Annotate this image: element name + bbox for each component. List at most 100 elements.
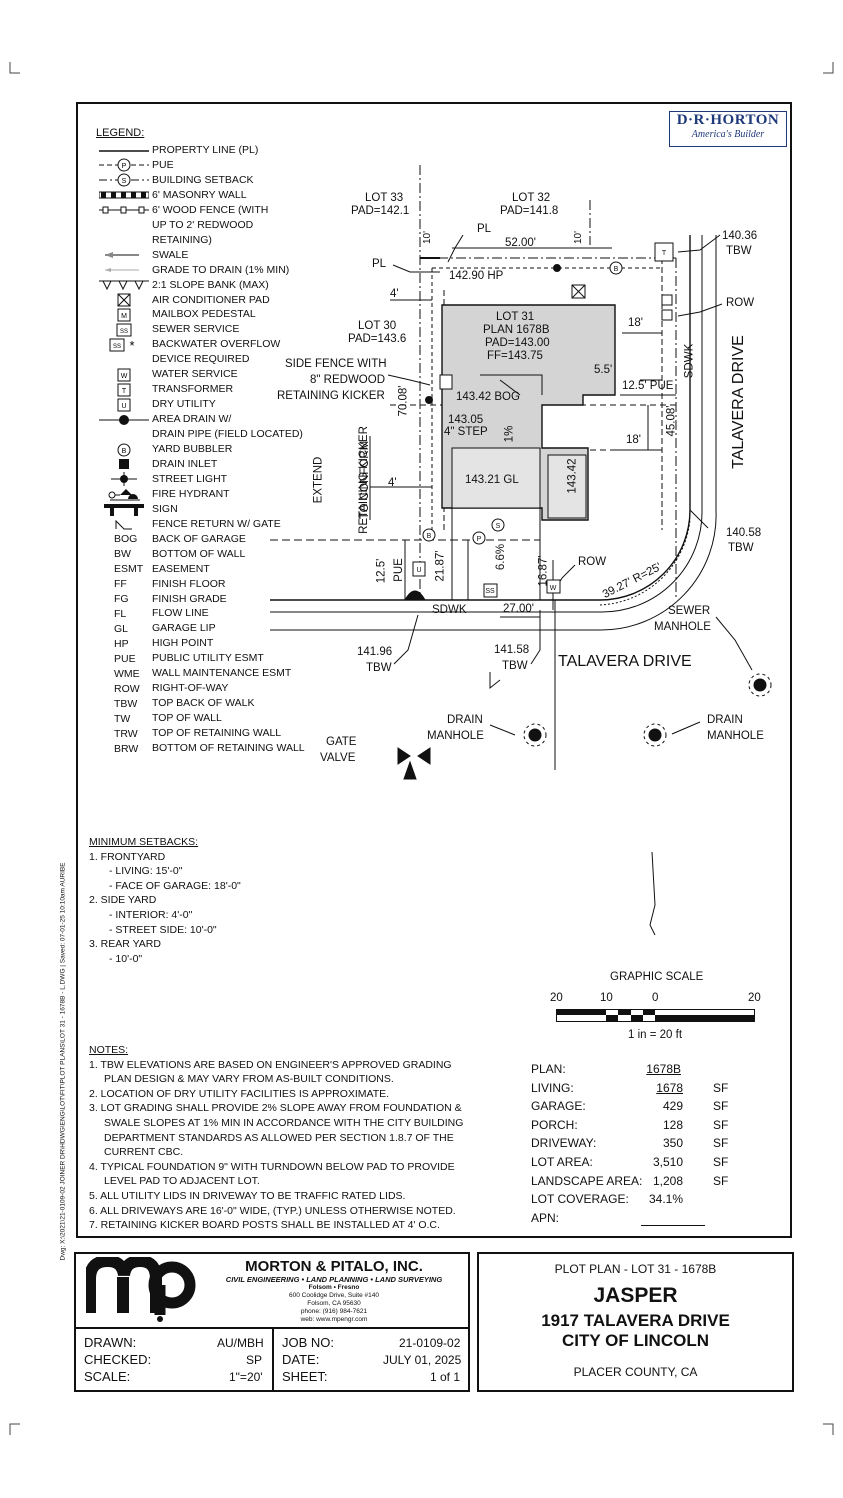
pl-label: PL [477, 223, 492, 235]
dim-10-left: 10' [422, 230, 434, 245]
lot30-label: LOT 30 [358, 320, 397, 332]
legend-item: 6' MASONRY WALL [96, 188, 247, 203]
graphic-scale-bar [556, 1009, 755, 1022]
project-address: 1917 TALAVERA DRIVE [541, 1311, 730, 1330]
svg-text:SS: SS [485, 588, 495, 595]
legend-symbol-icon: FG [114, 593, 129, 605]
checked-label: CHECKED: [84, 1352, 152, 1367]
stat-value: 128 [662, 1117, 683, 1132]
legend-item: STREET LIGHT [96, 472, 227, 487]
tbw-14196: 141.96 [357, 646, 393, 658]
plot-plan-title: PLOT PLAN - LOT 31 - 1678B [554, 1262, 717, 1276]
legend-text: BACKWATER OVERFLOW [152, 338, 281, 351]
setback-line: - STREET SIDE: 10'-0" [109, 923, 217, 936]
sidewalk-label: SDWK [432, 604, 467, 616]
legend-text: TRANSFORMER [152, 383, 234, 396]
drawn-label: DRAWN: [84, 1335, 137, 1350]
dim-16-87: 16.87' [537, 555, 550, 587]
legend-item: PROPERTY LINE (PL) [96, 143, 258, 158]
legend-item: DRAIN INLET [96, 457, 217, 472]
svg-text:W: W [550, 585, 557, 592]
legend-symbol-icon: FL [114, 607, 127, 620]
legend-text: FLOW LINE [152, 607, 209, 620]
stat-label: PORCH: [531, 1117, 578, 1132]
porch-elev: 143.42 [566, 458, 579, 494]
legend-item: SWALE [96, 248, 188, 263]
legend-text: BOTTOM OF RETAINING WALL [152, 742, 305, 754]
dim-45-08: 45.08' [665, 405, 678, 437]
dim-4-top: 4' [390, 288, 399, 300]
setbacks-title: MINIMUM SETBACKS: [89, 836, 199, 848]
tbw-14036: 140.36 [722, 230, 758, 242]
svg-text:SS: SS [120, 329, 128, 335]
legend-text: AREA DRAIN W/ [152, 413, 232, 426]
tbw-14158: 141.58 [494, 644, 530, 656]
step-label: 4" STEP [444, 426, 488, 438]
lot33-label: LOT 33 [365, 192, 404, 204]
lot31-plan: PLAN 1678B [483, 324, 550, 336]
dim-10-right: 10' [573, 230, 585, 245]
svg-text:P: P [477, 536, 482, 543]
drawn-value: AU/MBH [217, 1336, 264, 1350]
scale-ratio: 1 in = 20 ft [628, 1029, 683, 1041]
stat-unit: SF [713, 1117, 729, 1132]
legend-text: BUILDING SETBACK [152, 173, 254, 186]
svg-text:B: B [122, 448, 127, 455]
legend-symbol-icon: PUE [114, 652, 136, 665]
legend-text: FINISH GRADE [152, 592, 227, 605]
extend-label-3: TO CONFORM [359, 440, 372, 520]
legend-item: UP TO 2' REDWOOD [96, 218, 253, 233]
project-name: JASPER [593, 1284, 678, 1307]
job-label: JOB NO: [282, 1335, 335, 1350]
svg-text:B: B [614, 266, 619, 273]
gate-valve-1: GATE [326, 736, 357, 748]
job-value: 21-0109-02 [399, 1336, 461, 1350]
lot32-label: LOT 32 [512, 192, 551, 204]
setback-line: - LIVING: 15'-0" [109, 865, 183, 878]
dim-21-87: 21.87' [434, 550, 447, 582]
date-value: JULY 01, 2025 [383, 1353, 462, 1367]
sewer-manhole-2: MANHOLE [654, 621, 711, 633]
firm-info: MORTON & PITALO, INC. CIVIL ENGINEERING … [204, 1258, 464, 1324]
stat-unit: SF [713, 1080, 729, 1095]
legend-text: SWALE [152, 248, 189, 261]
svg-text:T: T [122, 388, 127, 395]
note-line: 3. LOT GRADING SHALL PROVIDE 2% SLOPE AW… [89, 1102, 462, 1115]
legend-text: TOP BACK OF WALK [152, 697, 255, 710]
legend-symbol-icon: T [96, 382, 152, 397]
notes: NOTES: 1. TBW ELEVATIONS ARE BASED ON EN… [89, 1043, 469, 1233]
legend-text: FIRE HYDRANT [152, 487, 230, 500]
svg-text:P: P [122, 163, 127, 170]
pue-left-label: PUE [392, 558, 405, 582]
sidewalk-label-right: SDWK [683, 343, 696, 379]
legend-symbol-icon [96, 278, 152, 293]
legend-text: BACK OF GARAGE [152, 532, 246, 545]
legend-symbol-icon: U [96, 397, 152, 412]
dim-70-08: 70.08' [397, 385, 410, 417]
note-line: 6. ALL DRIVEWAYS ARE 16'-0" WIDE, (TYP.)… [89, 1204, 456, 1217]
legend-symbol-icon: WME [114, 667, 140, 680]
legend-text: WATER SERVICE [152, 368, 238, 381]
svg-text:*: * [129, 338, 134, 352]
svg-text:B: B [427, 533, 432, 540]
stat-row: APN: [531, 1211, 791, 1229]
scale-value: 1"=20' [229, 1370, 263, 1384]
stat-label: LIVING: [531, 1080, 574, 1095]
svg-text:M: M [121, 313, 127, 320]
legend-symbol-icon: P [96, 158, 152, 173]
